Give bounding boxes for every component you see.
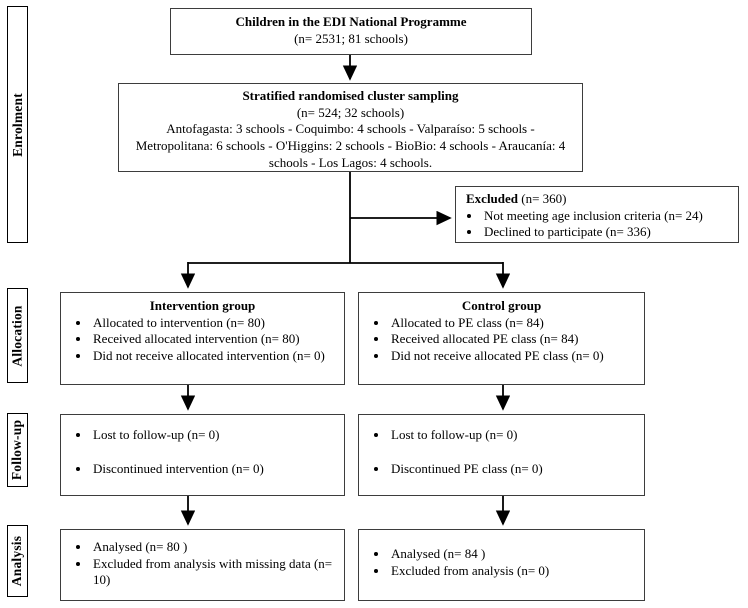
stage-followup-label: Follow-up (9, 419, 25, 481)
box-edi-programme-title: Children in the EDI National Programme (235, 14, 467, 29)
box-edi-programme-subtitle: (n= 2531; 81 schools) (294, 30, 408, 46)
stage-analysis-label: Analysis (9, 535, 25, 587)
box-excluded-list: Not meeting age inclusion criteria (n= 2… (456, 208, 738, 241)
box-intervention: Intervention group Allocated to interven… (60, 292, 345, 385)
stage-enrolment-label: Enrolment (9, 92, 25, 157)
stage-analysis: Analysis (7, 525, 28, 597)
box-edi-programme: Children in the EDI National Programme (… (170, 8, 532, 55)
stage-allocation-label: Allocation (9, 304, 25, 367)
bullet-item: Excluded from analysis with missing data… (91, 556, 340, 589)
box-sampling: Stratified randomised cluster sampling (… (118, 83, 583, 172)
box-intervention-list: Allocated to intervention (n= 80)Receive… (61, 315, 344, 365)
bullet-item: Not meeting age inclusion criteria (n= 2… (482, 208, 734, 225)
bullet-item: Analysed (n= 84 ) (389, 546, 640, 563)
box-sampling-title: Stratified randomised cluster sampling (242, 88, 459, 103)
box-followup-control-list: Lost to follow-up (n= 0) Discontinued PE … (359, 427, 644, 477)
box-excluded: Excluded (n= 360) Not meeting age inclus… (455, 186, 739, 243)
bullet-item: Allocated to intervention (n= 80) (91, 315, 340, 332)
bullet-item: Received allocated intervention (n= 80) (91, 331, 340, 348)
stage-enrolment: Enrolment (7, 6, 28, 243)
bullet-item: Declined to participate (n= 336) (482, 224, 734, 241)
box-analysis-control-list: Analysed (n= 84 )Excluded from analysis … (359, 546, 644, 579)
stage-allocation: Allocation (7, 288, 28, 383)
bullet-item: Excluded from analysis (n= 0) (389, 563, 640, 580)
box-analysis-intervention-list: Analysed (n= 80 )Excluded from analysis … (61, 539, 344, 589)
box-followup-intervention-list: Lost to follow-up (n= 0) Discontinued int… (61, 427, 344, 477)
box-excluded-title: Excluded (466, 191, 519, 206)
box-followup-intervention: Lost to follow-up (n= 0) Discontinued int… (60, 414, 345, 496)
bullet-item: Lost to follow-up (n= 0) (91, 427, 340, 444)
stage-followup: Follow-up (7, 413, 28, 487)
bullet-item: Allocated to PE class (n= 84) (389, 315, 640, 332)
box-excluded-n: (n= 360) (521, 191, 567, 206)
bullet-item: Discontinued PE class (n= 0) (389, 461, 640, 478)
box-control-title: Control group (461, 298, 542, 313)
bullet-item: Lost to follow-up (n= 0) (389, 427, 640, 444)
box-intervention-title: Intervention group (149, 298, 256, 313)
bullet-item: Received allocated PE class (n= 84) (389, 331, 640, 348)
bullet-item: Did not receive allocated PE class (n= 0… (389, 348, 640, 365)
bullet-item: Did not receive allocated intervention (… (91, 348, 340, 365)
box-control: Control group Allocated to PE class (n= … (358, 292, 645, 385)
box-sampling-subtitle: (n= 524; 32 schools) (296, 104, 405, 120)
box-sampling-detail: Antofagasta: 3 schools - Coquimbo: 4 sch… (135, 121, 566, 170)
box-followup-control: Lost to follow-up (n= 0) Discontinued PE … (358, 414, 645, 496)
box-control-list: Allocated to PE class (n= 84)Received al… (359, 315, 644, 365)
box-analysis-control: Analysed (n= 84 )Excluded from analysis … (358, 529, 645, 601)
bullet-item: Analysed (n= 80 ) (91, 539, 340, 556)
bullet-item: Discontinued intervention (n= 0) (91, 461, 340, 478)
box-excluded-heading: Excluded (n= 360) (456, 187, 738, 208)
box-analysis-intervention: Analysed (n= 80 )Excluded from analysis … (60, 529, 345, 601)
